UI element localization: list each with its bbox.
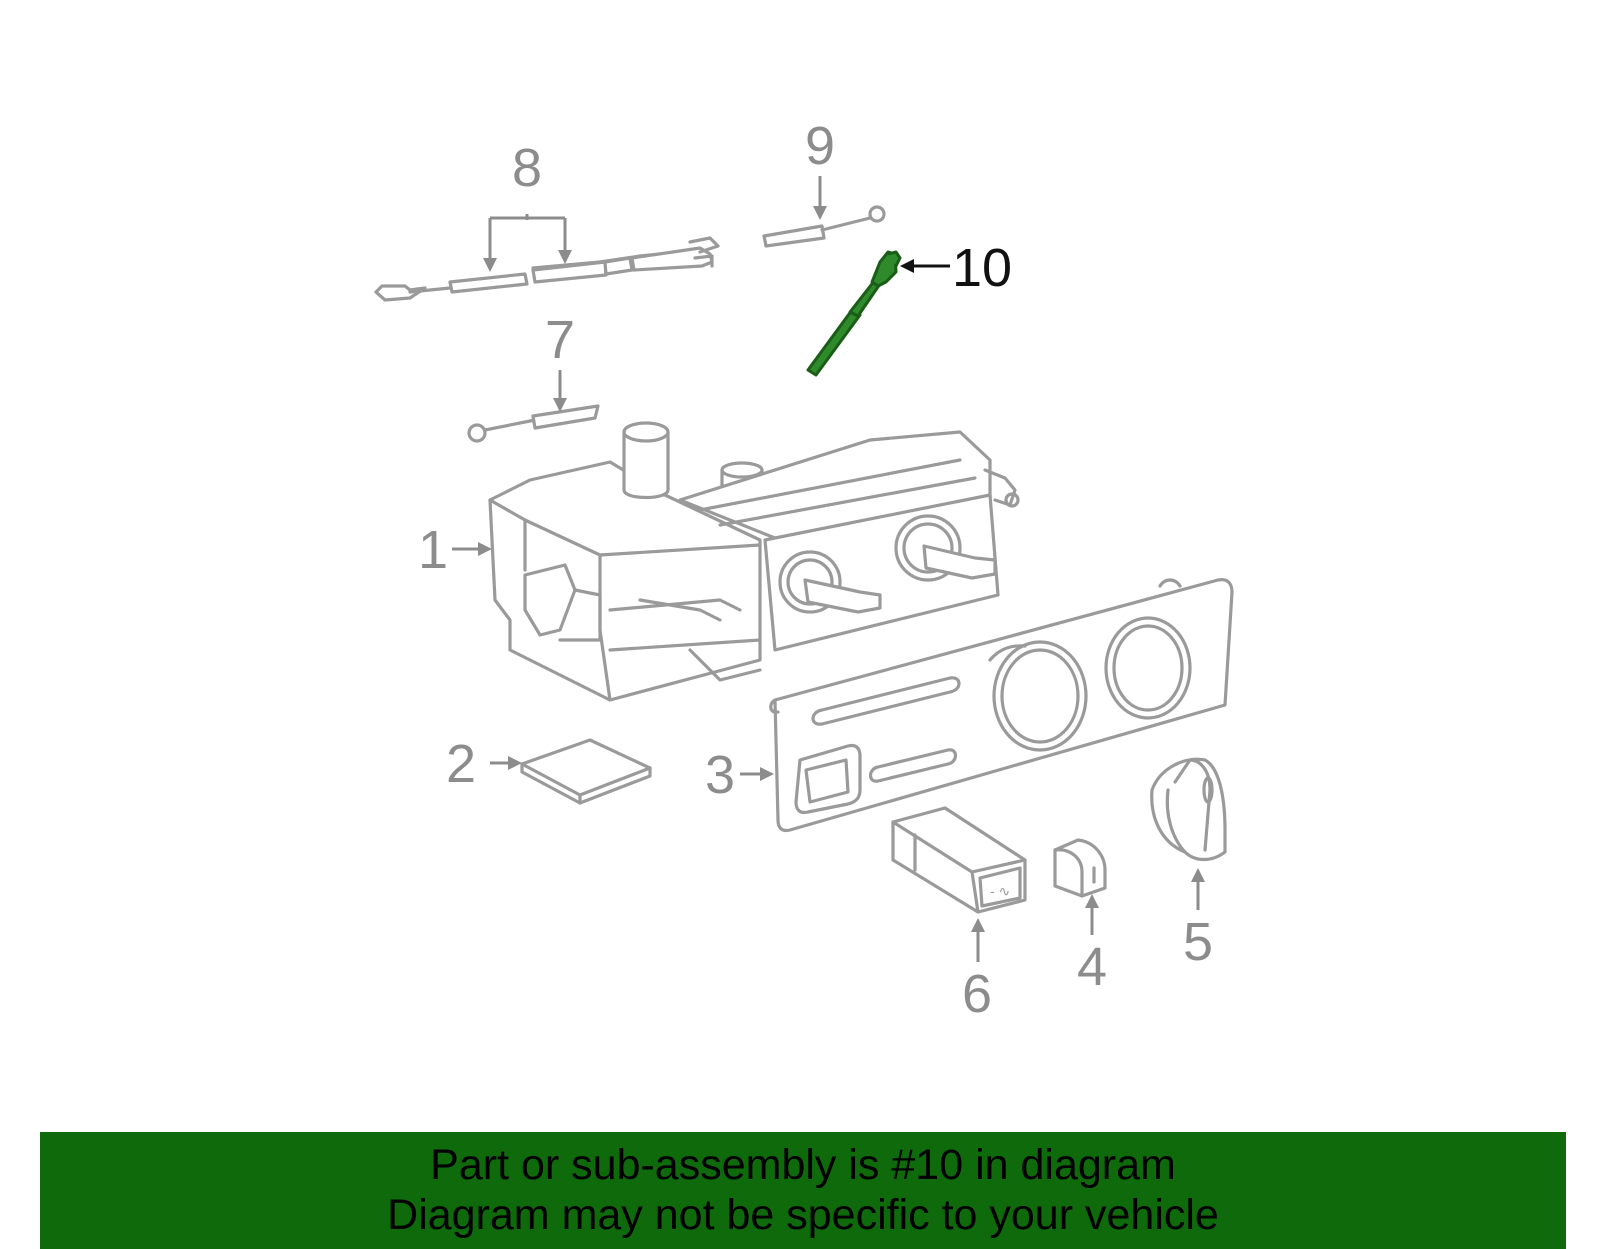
callout-3: 3 xyxy=(705,745,735,805)
part-6-button[interactable]: - ∿ xyxy=(891,806,1027,914)
footer-line-part-info: Part or sub-assembly is #10 in diagram xyxy=(430,1141,1176,1189)
callout-8: 8 xyxy=(512,138,542,198)
part-9-cable[interactable] xyxy=(762,205,886,248)
footer-banner: Part or sub-assembly is #10 in diagram D… xyxy=(40,1132,1566,1249)
callout-arrows xyxy=(452,176,1205,962)
part-3-bezel[interactable] xyxy=(769,578,1234,833)
callout-7: 7 xyxy=(545,310,575,370)
callout-1: 1 xyxy=(418,520,448,580)
callout-4: 4 xyxy=(1077,937,1107,997)
callout-9: 9 xyxy=(805,116,835,176)
footer-line-disclaimer: Diagram may not be specific to your vehi… xyxy=(387,1191,1219,1239)
part-1-control-unit[interactable] xyxy=(488,421,1020,702)
part-2-pad[interactable] xyxy=(520,738,652,805)
callout-10: 10 xyxy=(952,238,1012,298)
part-5-knob[interactable] xyxy=(1150,757,1227,862)
part-7-cable[interactable] xyxy=(467,404,600,443)
part-8-cables[interactable] xyxy=(374,236,720,302)
callout-5: 5 xyxy=(1183,912,1213,972)
callout-2: 2 xyxy=(446,734,476,794)
svg-text:- ∿: - ∿ xyxy=(990,883,1010,899)
part-10-cable-highlighted[interactable] xyxy=(806,250,902,377)
part-4-button-cap[interactable] xyxy=(1053,838,1107,898)
callout-6: 6 xyxy=(962,964,992,1024)
